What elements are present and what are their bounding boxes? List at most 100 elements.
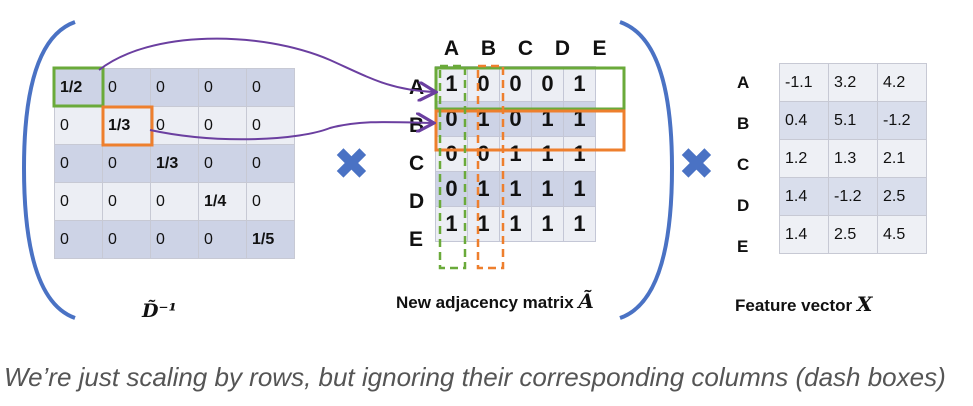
adjacency-column-header: C xyxy=(517,37,534,60)
matrix-cell: 0 xyxy=(198,68,247,107)
matrix-cell: 0 xyxy=(246,182,295,221)
matrix-cell: 0 xyxy=(435,136,468,172)
feature-row-label: B xyxy=(737,114,750,133)
matrix-cell: 0 xyxy=(435,171,468,207)
adjacency-column-header: B xyxy=(480,37,497,60)
adjacency-column-header: D xyxy=(554,37,571,60)
feature-caption: Feature vector X xyxy=(735,292,872,316)
matrix-cell: 4.2 xyxy=(877,63,927,102)
matrix-cell: 1 xyxy=(563,171,596,207)
matrix-cell: 0 xyxy=(102,68,151,107)
matrix-cell: 0 xyxy=(499,66,532,102)
matrix-cell: 1.3 xyxy=(828,139,878,178)
caption-note: We’re just scaling by rows, but ignoring… xyxy=(4,362,946,392)
matrix-cell: 1 xyxy=(531,101,564,137)
matrix-cell: 1 xyxy=(499,206,532,242)
matrix-cell: 0.4 xyxy=(779,101,829,140)
matrix-cell: 1.2 xyxy=(779,139,829,178)
d-inverse-caption: D̃⁻¹ xyxy=(142,300,177,322)
matrix-cell: 1.4 xyxy=(779,177,829,216)
matrix-cell: 1.4 xyxy=(779,215,829,254)
matrix-cell: 0 xyxy=(150,220,199,259)
adjacency-row-label: A xyxy=(409,76,425,99)
matrix-cell: 2.5 xyxy=(877,177,927,216)
matrix-cell: 0 xyxy=(246,106,295,145)
matrix-cell: 0 xyxy=(150,68,199,107)
matrix-cell: 1 xyxy=(467,171,500,207)
adjacency-column-header: A xyxy=(443,37,460,60)
matrix-cell: 1 xyxy=(563,101,596,137)
matrix-cell: 5.1 xyxy=(828,101,878,140)
matrix-cell: -1.2 xyxy=(877,101,927,140)
matrix-cell: 2.1 xyxy=(877,139,927,178)
matrix-cell: 0 xyxy=(150,106,199,145)
adjacency-row-label: E xyxy=(409,228,424,251)
matrix-cell: 1/5 xyxy=(246,220,295,259)
matrix-cell: 0 xyxy=(246,144,295,183)
matrix-cell: 0 xyxy=(499,101,532,137)
matrix-cell: 1/3 xyxy=(102,106,151,145)
feature-caption-symbol: X xyxy=(856,292,873,316)
matrix-cell: 1/4 xyxy=(198,182,247,221)
matrix-cell: 0 xyxy=(198,144,247,183)
matrix-cell: 4.5 xyxy=(877,215,927,254)
feature-row-label: D xyxy=(737,196,750,215)
matrix-cell: 3.2 xyxy=(828,63,878,102)
matrix-cell: 0 xyxy=(435,101,468,137)
feature-caption-text: Feature vector xyxy=(735,296,857,315)
adjacency-column-header: E xyxy=(592,37,607,60)
matrix-cell: 1 xyxy=(531,171,564,207)
matrix-cell: 1 xyxy=(499,171,532,207)
matrix-cell: 1 xyxy=(563,136,596,172)
matrix-cell: 0 xyxy=(246,68,295,107)
matrix-cell: 1/3 xyxy=(150,144,199,183)
matrix-cell: 0 xyxy=(54,144,103,183)
matrix-cell: 0 xyxy=(54,182,103,221)
matrix-cell: 0 xyxy=(54,220,103,259)
adjacency-row-label: C xyxy=(409,152,425,175)
matrix-cell: 1 xyxy=(499,136,532,172)
matrix-cell: 1 xyxy=(435,206,468,242)
matrix-cell: 0 xyxy=(198,106,247,145)
adjacency-row-label: D xyxy=(409,190,425,213)
feature-row-label: C xyxy=(737,155,750,174)
matrix-cell: 1 xyxy=(531,206,564,242)
multiply-icon: ✖ xyxy=(333,140,370,189)
matrix-cell: 1/2 xyxy=(54,68,103,107)
matrix-cell: 1 xyxy=(563,66,596,102)
matrix-cell: 0 xyxy=(54,106,103,145)
multiply-icon-2: ✖ xyxy=(678,140,715,189)
matrix-cell: 0 xyxy=(102,220,151,259)
matrix-cell: 1 xyxy=(531,136,564,172)
feature-row-label: A xyxy=(737,73,750,92)
matrix-cell: 1 xyxy=(563,206,596,242)
adjacency-caption: New adjacency matrix Ã xyxy=(396,289,594,313)
adjacency-row-label: B xyxy=(409,114,425,137)
adjacency-caption-symbol: Ã xyxy=(578,289,594,313)
right-bracket xyxy=(619,20,675,320)
matrix-cell: 0 xyxy=(467,66,500,102)
matrix-cell: 1 xyxy=(467,206,500,242)
feature-row-label: E xyxy=(737,237,749,256)
matrix-cell: 0 xyxy=(531,66,564,102)
adjacency-caption-text: New adjacency matrix xyxy=(396,293,579,312)
matrix-cell: 1 xyxy=(467,101,500,137)
